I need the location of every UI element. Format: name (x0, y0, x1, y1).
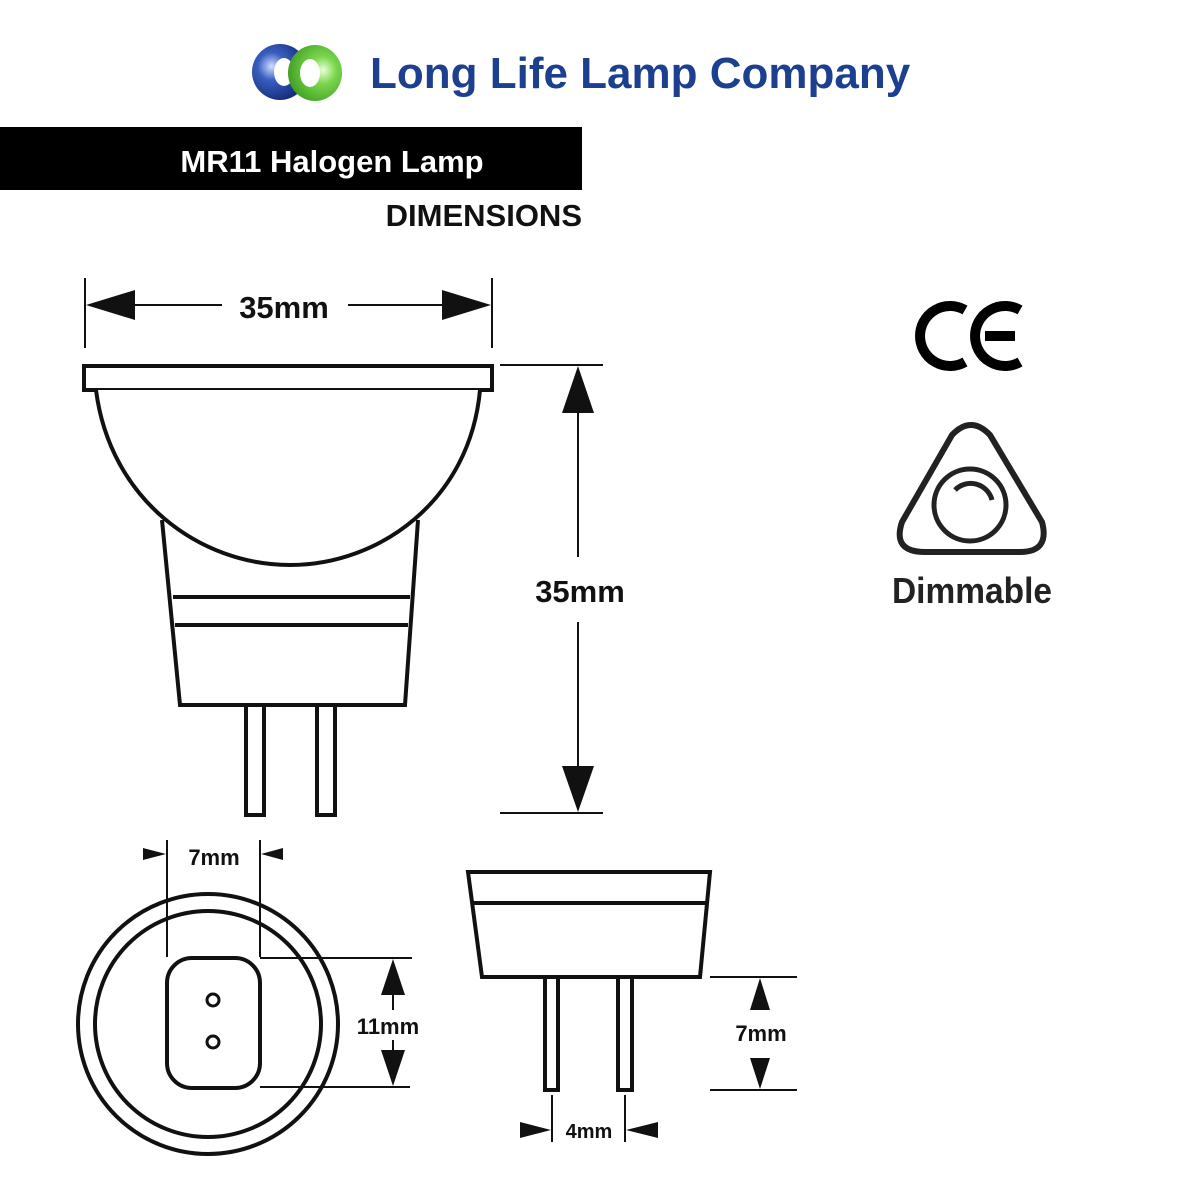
title-bar (0, 127, 582, 190)
pin-spacing-label: 4mm (566, 1121, 613, 1143)
diameter-dimension (84, 278, 493, 348)
dimmable-triangle-icon (896, 422, 1047, 555)
ce-mark-icon (915, 301, 1023, 371)
dimmable-label: Dimmable (892, 570, 1052, 611)
lamp-base-side-view (465, 870, 713, 1092)
height-label: 35mm (535, 574, 625, 609)
section-label: DIMENSIONS (386, 198, 582, 233)
height-dimension (500, 364, 603, 814)
pin-dimensions (520, 976, 797, 1142)
base-height-label: 11mm (357, 1014, 419, 1039)
diameter-label: 35mm (239, 290, 329, 325)
company-logo-icon (252, 44, 342, 101)
lamp-bottom-view (76, 840, 412, 1156)
product-title: MR11 Halogen Lamp (180, 144, 483, 179)
company-name: Long Life Lamp Company (370, 49, 911, 98)
lamp-side-drawing (82, 364, 494, 817)
base-width-label: 7mm (188, 845, 239, 870)
pin-length-label: 7mm (735, 1021, 786, 1046)
